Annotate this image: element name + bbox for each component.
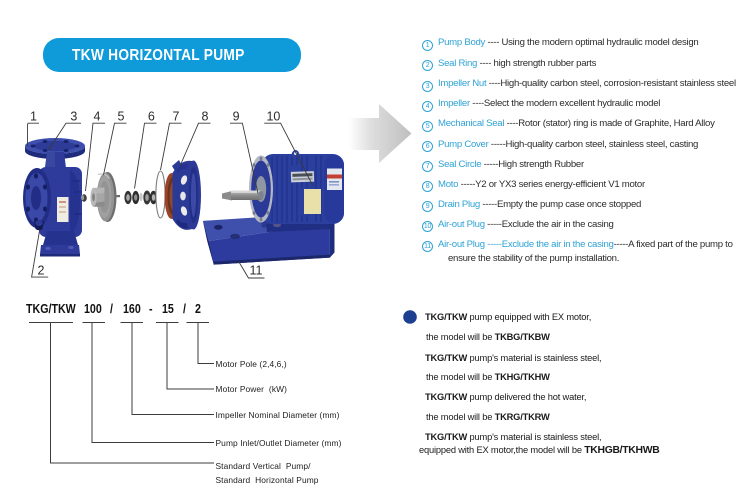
svg-text:4: 4 — [94, 110, 101, 124]
svg-text:8: 8 — [202, 110, 209, 124]
svg-text:5: 5 — [118, 110, 125, 124]
svg-text:6: 6 — [148, 110, 155, 124]
svg-text:7: 7 — [173, 110, 180, 124]
svg-text:3: 3 — [70, 110, 77, 124]
svg-text:1: 1 — [30, 110, 37, 124]
svg-text:9: 9 — [233, 110, 240, 124]
svg-text:11: 11 — [250, 264, 263, 278]
svg-text:2: 2 — [38, 264, 45, 278]
svg-text:10: 10 — [266, 110, 280, 124]
